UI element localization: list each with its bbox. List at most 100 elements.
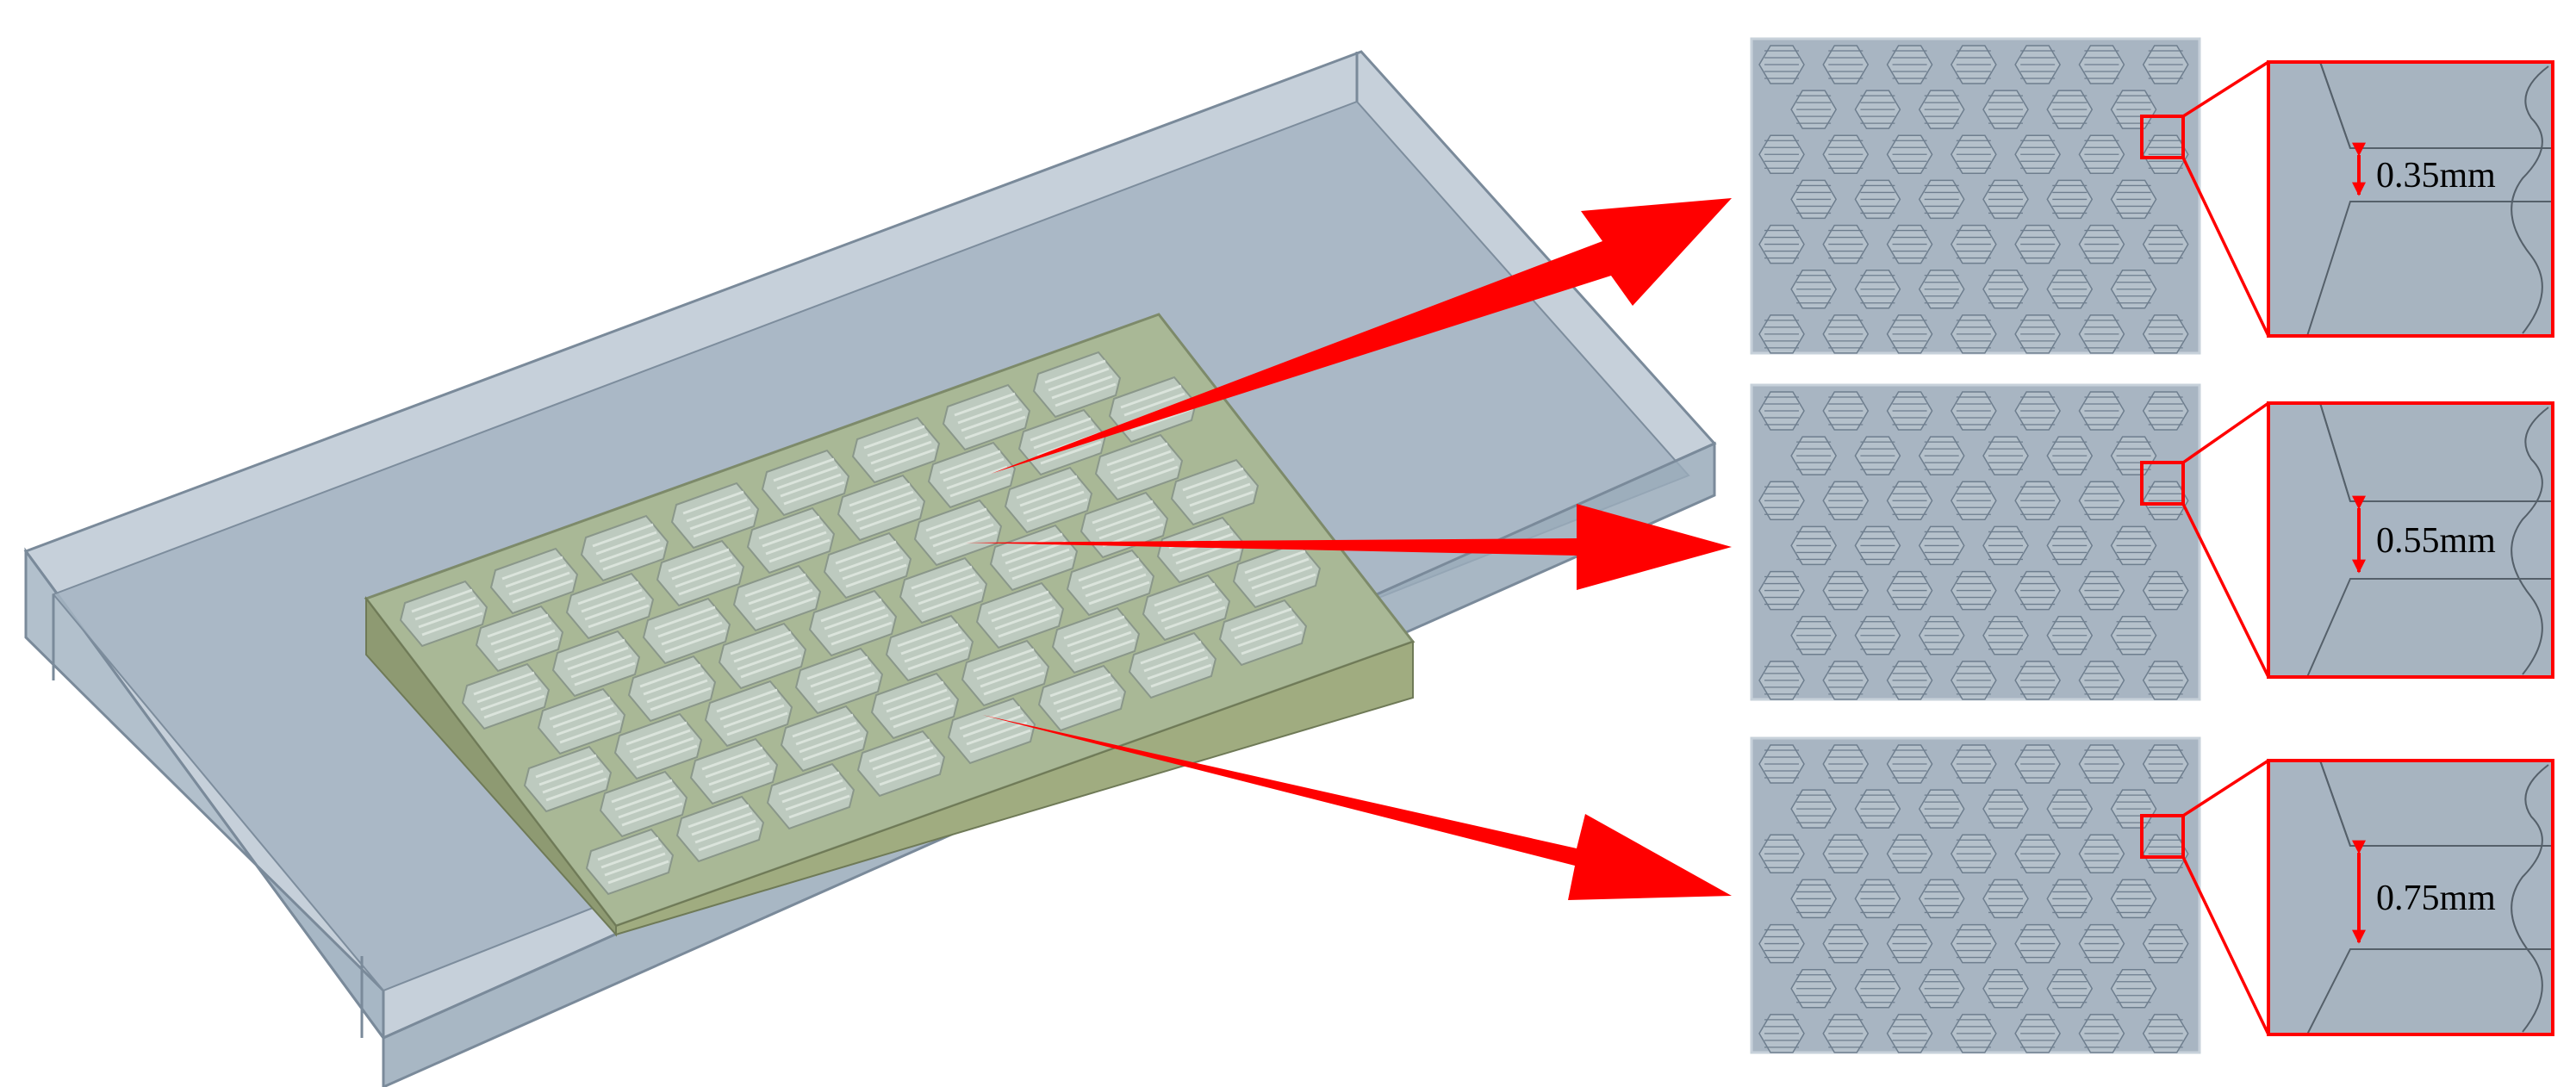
fin-line [1110,450,1172,475]
fin-line [751,588,813,613]
fin-line [835,540,897,565]
fin-line [639,663,701,688]
fin-line [675,563,737,588]
fin-line [678,571,740,596]
fin-line [411,588,473,613]
fin-line [701,746,763,771]
fin-line [535,754,597,779]
fin-line [778,771,840,796]
fin-line [962,713,1024,738]
fin-line [946,465,1008,490]
fin-line [556,711,618,736]
fin-cluster [975,581,1065,649]
fin-cluster [613,712,703,780]
fin-line [1098,515,1160,540]
fin-cluster [675,795,765,863]
fin-line [802,736,864,761]
fin-line [813,671,875,696]
fin-line [563,638,625,663]
fin-line [957,400,1019,425]
fin-line [921,588,983,613]
fin-line [577,581,639,606]
fin-line [625,721,688,746]
fin-line [1088,581,1150,606]
fin-cluster [642,597,731,665]
fin-line [969,729,1031,754]
fin-line [1011,556,1073,581]
fin-line [785,786,847,811]
fin-line [588,604,650,629]
fin-cluster [656,539,745,607]
fin-line [882,680,944,705]
fin-line [911,565,973,590]
fin-line [621,802,683,827]
fin-cluster [913,499,1003,567]
fin-line [755,596,817,621]
fin-line [874,448,936,473]
fin-line [1123,392,1185,417]
fin-line [889,696,951,721]
detail-frame [2267,759,2554,1036]
fin-line [918,581,980,606]
fin-line [567,646,629,671]
fin-line [1085,573,1147,598]
fin-line [497,637,559,662]
fin-line [976,655,1038,680]
fin-cluster [475,605,564,673]
fin-line [762,523,824,548]
fin-line [632,736,694,761]
fin-line [480,686,542,711]
zoom-detail-3: 0.75mm [2267,759,2554,1036]
arrow-to-panel-2 [965,504,1732,590]
fin-line [886,688,948,713]
fin-line [980,663,1042,688]
fin-line [1150,663,1212,688]
fin-cluster [794,647,884,715]
upper-fin [2318,61,2554,149]
fin-line [584,596,646,621]
fin-line [716,688,778,713]
fin-line [966,721,1028,746]
fin-line [595,531,657,556]
detail-frame [2267,60,2554,338]
fin-line [792,713,854,738]
fin-line [1157,590,1219,615]
fin-line [810,663,872,688]
detail-frame [2267,401,2554,679]
top-view-panel-3 [1750,736,2270,1054]
fin-line [949,473,1011,498]
fin-line [936,531,998,556]
fin-cluster [780,705,869,773]
fin-line [1033,425,1095,450]
fin-cluster [1170,458,1260,526]
fin-line [867,432,929,457]
fin-line [1023,490,1085,515]
fin-line [954,392,1016,417]
fin-line [795,721,857,746]
fin-line [765,531,827,556]
fin-line [1113,457,1175,482]
fin-line [904,638,966,663]
upper-fin [2318,760,2554,847]
fin-cluster [808,589,898,657]
fin-line [1120,384,1182,409]
fin-line [1056,688,1118,713]
fin-line [1060,696,1122,721]
fin-cluster [718,622,807,690]
fin-line [1049,673,1111,698]
fin-cluster [761,449,850,517]
fin-line [629,729,691,754]
fin-line [668,548,730,573]
fin-line [939,450,1001,475]
fin-cluster [1004,466,1093,534]
fin-line [991,598,1053,623]
fin-line [1192,490,1254,515]
gap-label: 0.35mm [2376,156,2496,196]
channel-3d-model [23,50,1717,1087]
fin-line [1106,442,1168,467]
fin-line [643,671,705,696]
fin-line [827,613,889,638]
fin-cluster [823,531,912,599]
fin-line [1044,359,1106,384]
